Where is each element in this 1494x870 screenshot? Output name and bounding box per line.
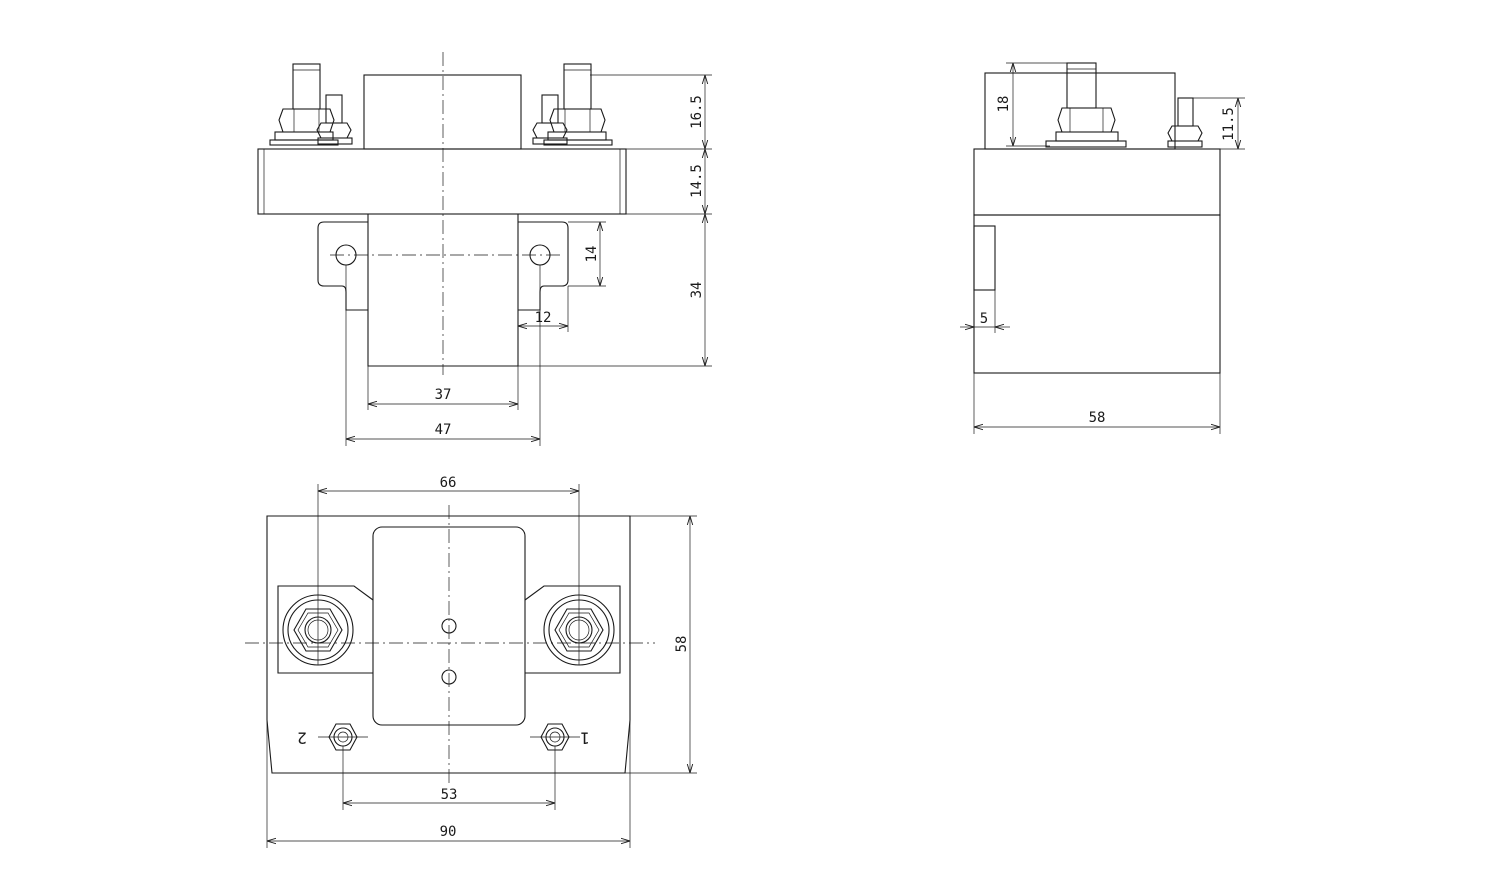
dim-front-body-width: 37: [435, 387, 452, 403]
side-small-stud: [1167, 97, 1203, 148]
dim-top-small-stud-spacing: 53: [441, 787, 458, 803]
dim-front-bracket-width: 12: [535, 310, 552, 326]
top-center-hole-upper: [441, 618, 457, 634]
dim-front-top-height: 16.5: [689, 95, 705, 129]
dim-side-width: 58: [1089, 410, 1106, 426]
dim-side-tab-width: 5: [980, 311, 988, 327]
dim-front-hole-spacing: 47: [435, 422, 452, 438]
top-outline: [266, 515, 631, 774]
dim-front-flange-height: 14.5: [689, 164, 705, 198]
side-top-cap: [984, 72, 1176, 150]
front-left-bracket: [317, 221, 368, 311]
dim-side-stud-height: 18: [996, 96, 1012, 113]
terminal-label-right: 1: [580, 729, 590, 748]
front-view: 16.5 14.5 34 14 12 37 47: [257, 52, 712, 446]
side-tab: [973, 225, 996, 291]
front-top-cap: [363, 74, 522, 150]
side-stud: [1045, 62, 1127, 148]
front-flange: [257, 148, 627, 215]
dim-top-stud-spacing: 66: [440, 475, 457, 491]
dim-top-depth: 58: [674, 636, 690, 653]
dim-side-small-stud-height: 11.5: [1221, 107, 1237, 141]
front-right-stud: [543, 63, 613, 146]
top-left-plate: [277, 585, 374, 674]
side-flange: [973, 148, 1221, 216]
terminal-label-left: 2: [297, 729, 307, 748]
front-right-bracket: [518, 221, 569, 311]
top-center-hole-lower: [441, 669, 457, 685]
dim-front-body-height: 34: [689, 282, 705, 299]
dim-top-width: 90: [440, 824, 457, 840]
front-left-stud: [269, 63, 339, 146]
side-body: [973, 214, 1221, 374]
top-view: 2 1 66 58 53 90: [245, 475, 697, 848]
dim-front-bracket-height: 14: [584, 246, 600, 263]
front-right-small-stud: [532, 94, 568, 145]
top-right-plate: [524, 585, 621, 674]
front-left-small-stud: [316, 94, 353, 145]
side-view: 18 11.5 5 58: [960, 62, 1245, 434]
